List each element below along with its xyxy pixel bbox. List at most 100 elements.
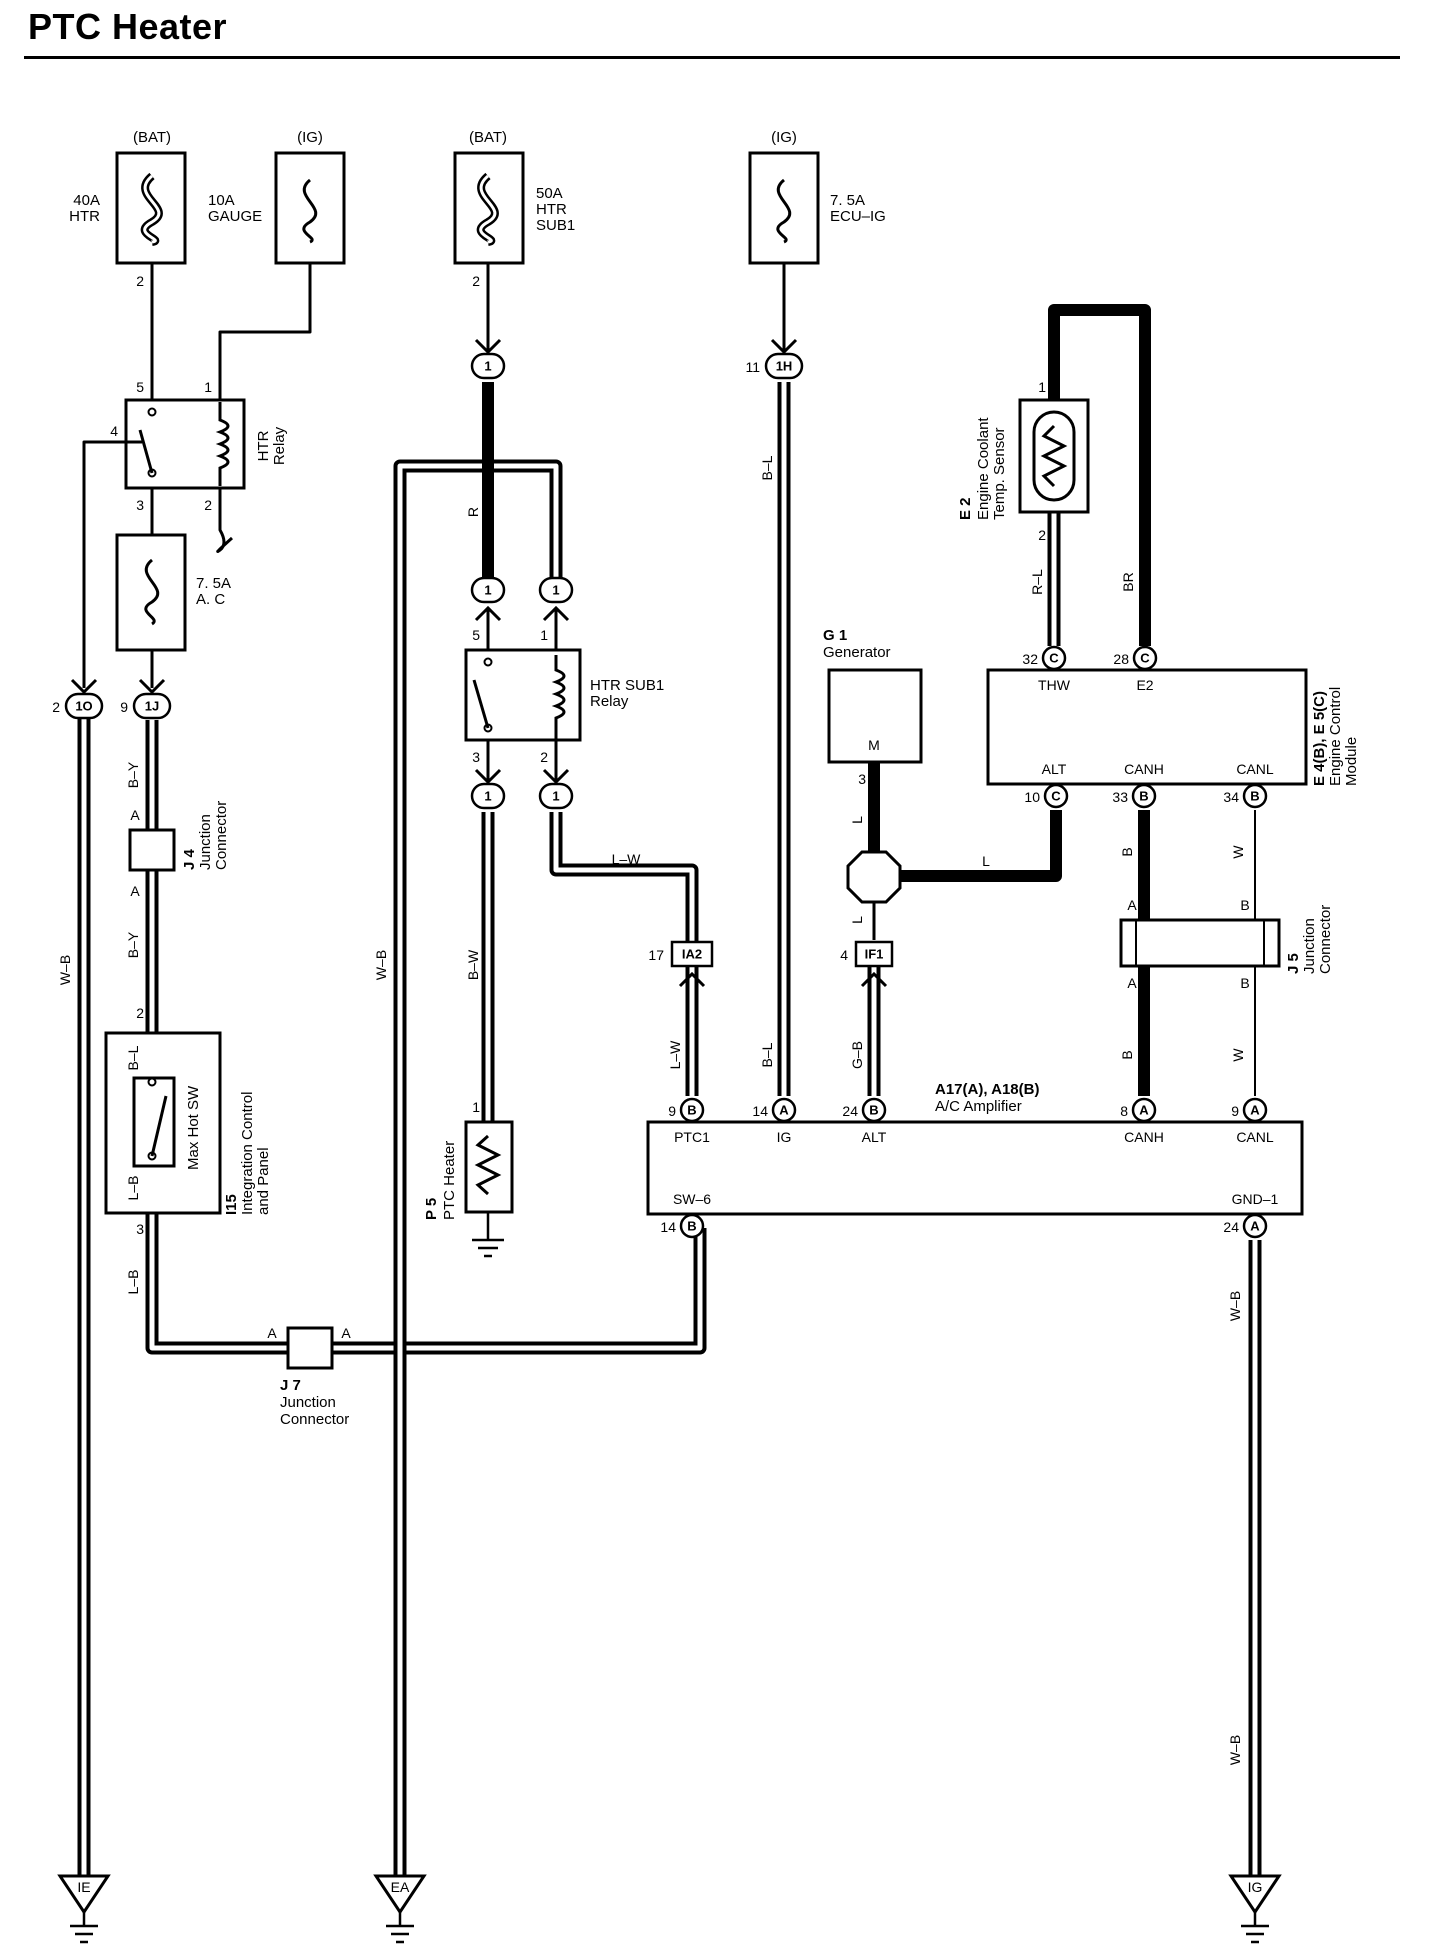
pin-htr-relay-3: 3	[136, 497, 144, 513]
ptc-heater: P 5 PTC Heater	[423, 1120, 514, 1258]
amp-terminal-9a: A 9	[1231, 1097, 1268, 1123]
wc-rl: R–L	[1029, 569, 1045, 595]
fuse-ecu-ig-name: ECU–IG	[830, 208, 886, 225]
pin-g1-3: 3	[858, 771, 866, 787]
e2-name1: Engine Coolant	[975, 417, 992, 520]
wc-by-top: B–Y	[125, 761, 141, 788]
p5-name: PTC Heater	[441, 1141, 458, 1220]
fuse-10a-gauge: 10A GAUGE	[208, 151, 346, 265]
ecm-terminal-28-num: 28	[1113, 651, 1129, 667]
ground-ie-label: IE	[77, 1879, 90, 1895]
wc-w-top: W	[1230, 845, 1246, 859]
ground-ea: EA	[373, 1874, 427, 1944]
pin-e2-1: 1	[1038, 379, 1046, 395]
fuse-50a-amp: 50A	[536, 185, 563, 202]
connector-1-wb-bottom: 1	[538, 576, 574, 622]
wc-bl-top: B–L	[759, 455, 775, 480]
connector-if1-label: IF1	[865, 947, 884, 962]
j4-pin-a-top: A	[130, 807, 140, 823]
fuse-ac-name: A. C	[196, 591, 225, 608]
amp-terminal-9b-num: 9	[668, 1103, 676, 1119]
ecm-terminal-10-letter: C	[1051, 789, 1061, 804]
pin-1h-11: 11	[745, 359, 760, 375]
integration-control-panel: Max Hot SW I15 Integration Control and P…	[104, 1031, 272, 1215]
power-bat-2: (BAT)	[469, 129, 507, 146]
j7-name2: Connector	[280, 1411, 349, 1428]
amp-terminal-24b-letter: B	[869, 1103, 878, 1118]
amp-terminal-14a-num: 14	[752, 1103, 768, 1119]
amp-terminal-8a-num: 8	[1120, 1103, 1128, 1119]
ecm-name2: Module	[1343, 737, 1360, 786]
fuse-ecu-ig-amp: 7. 5A	[830, 192, 865, 209]
wire-br	[1048, 304, 1151, 646]
ecm-pin-canh: CANH	[1124, 761, 1164, 777]
j5-name2: Connector	[1317, 905, 1334, 974]
j4-code: J 4	[181, 848, 198, 870]
htr-relay-name2: Relay	[271, 426, 288, 465]
pin-ia2-17: 17	[648, 947, 664, 963]
wire-relay2	[216, 486, 234, 553]
amp-terminal-8a-letter: A	[1139, 1103, 1149, 1118]
ecm-terminal-34-num: 34	[1223, 789, 1239, 805]
pin-p5-1: 1	[472, 1099, 480, 1115]
wire-wb-mid	[393, 459, 563, 1878]
e2-name2: Temp. Sensor	[991, 427, 1008, 520]
fuse-50a-htr-sub1: 50A HTR SUB1	[453, 151, 575, 265]
fuse-ac: 7. 5A A. C	[115, 533, 231, 652]
title-rule	[24, 56, 1400, 59]
pin-htr-relay-4: 4	[110, 423, 118, 439]
connector-1o-label: 1O	[75, 699, 92, 714]
wc-bl-i15: B–L	[125, 1045, 141, 1070]
wc-lb-left: L–B	[125, 1270, 141, 1295]
ecm-terminal-33: B 33	[1112, 783, 1157, 809]
ecm-terminal-32: C 32	[1022, 645, 1067, 671]
connector-if1: IF1	[854, 940, 894, 988]
pin-if1-4: 4	[840, 947, 848, 963]
j5-code: J 5	[1285, 953, 1302, 974]
amp-terminal-9a-num: 9	[1231, 1103, 1239, 1119]
g1-code: G 1	[823, 627, 847, 644]
ecm-pin-canl: CANL	[1236, 761, 1274, 777]
ecm-terminal-28-letter: C	[1140, 651, 1150, 666]
amp-pin-ptc1: PTC1	[674, 1129, 710, 1145]
connector-1-top: 1	[470, 338, 506, 380]
amp-terminal-8a: A 8	[1120, 1097, 1157, 1123]
wire-relay4	[82, 440, 126, 688]
ecm-terminal-10: C 10	[1024, 783, 1069, 809]
ground-ea-label: EA	[391, 1879, 410, 1895]
power-ig-1: (IG)	[297, 129, 323, 146]
junction-j4: A A J 4 Junction Connector	[128, 801, 230, 899]
e2-code: E 2	[957, 497, 974, 520]
fuse-50a-name1: HTR	[536, 201, 567, 218]
j4-name2: Connector	[213, 801, 230, 870]
htr-relay: HTR Relay	[124, 398, 288, 490]
connector-1-lw: 1	[538, 768, 574, 810]
connector-1h-label: 1H	[776, 359, 793, 374]
amp-pin-sw6: SW–6	[673, 1191, 711, 1207]
connector-1h: 1H	[764, 338, 804, 380]
page-title: PTC Heater	[28, 6, 228, 47]
htr-sub1-relay-name1: HTR SUB1	[590, 677, 664, 694]
pin-sub1-fuse-2: 2	[472, 273, 480, 289]
connector-ia2: IA2	[670, 940, 714, 988]
ground-ig: IG	[1228, 1874, 1282, 1944]
connector-1j: 1J	[132, 678, 172, 720]
ecm-terminal-10-num: 10	[1024, 789, 1040, 805]
pin-1o-2: 2	[52, 699, 60, 715]
amp-pin-gnd1: GND–1	[1232, 1191, 1279, 1207]
generator: M G 1 Generator	[823, 627, 923, 904]
connector-1-r-bottom-label: 1	[484, 583, 491, 598]
amp-terminal-24b: B 24	[842, 1097, 887, 1123]
ecm-name1: Engine Control	[1327, 687, 1344, 786]
power-bat-1: (BAT)	[133, 129, 171, 146]
j5-pin-b-bot: B	[1240, 975, 1249, 991]
ecm-code: E 4(B), E 5(C)	[1311, 691, 1328, 786]
amp-code: A17(A), A18(B)	[935, 1081, 1039, 1098]
pin-sub1-relay-3: 3	[472, 749, 480, 765]
pin-sub1-relay-2: 2	[540, 749, 548, 765]
ecm-terminal-32-num: 32	[1022, 651, 1038, 667]
amp-name: A/C Amplifier	[935, 1098, 1022, 1115]
connector-ia2-label: IA2	[682, 947, 702, 962]
power-ig-2: (IG)	[771, 129, 797, 146]
